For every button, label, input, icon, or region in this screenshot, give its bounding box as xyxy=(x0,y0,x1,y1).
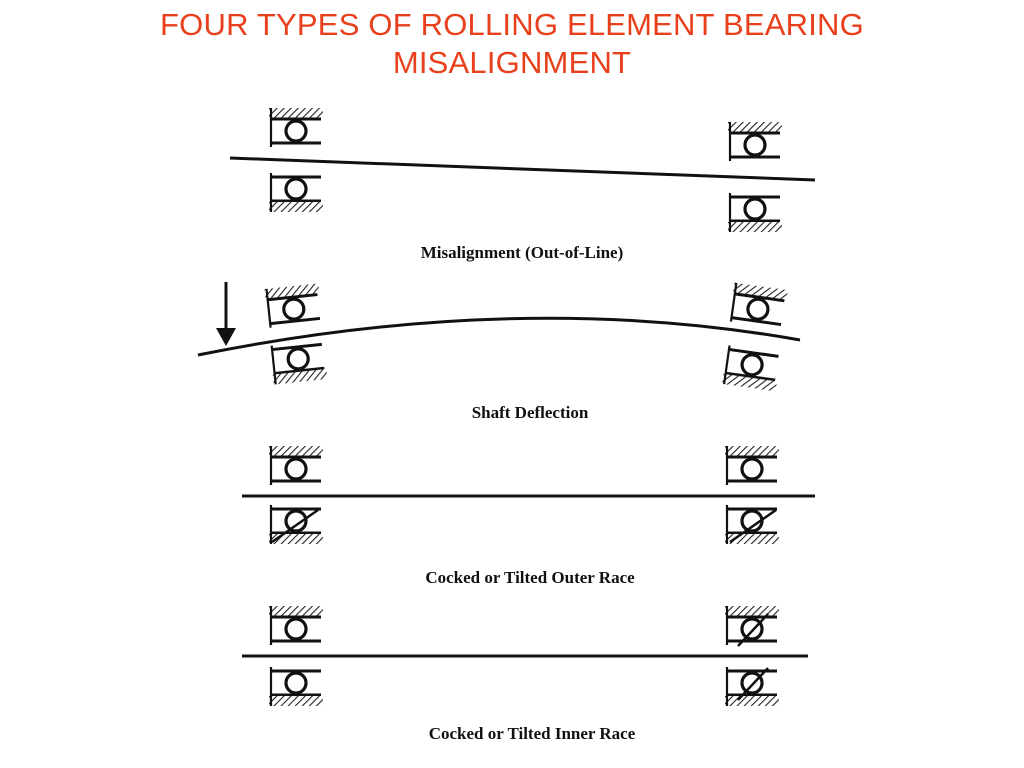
bearing-left-bottom xyxy=(267,665,325,708)
bearing-right-top xyxy=(723,444,781,487)
tilt-mark-right-top xyxy=(737,613,769,647)
panel-tilted-inner-race: Cocked or Tilted Inner Race xyxy=(242,604,808,743)
panel-misalignment-out-of-line: Misalignment (Out-of-Line) xyxy=(229,106,816,262)
bearing-left-top xyxy=(262,281,324,330)
title-line-2: MISALIGNMENT xyxy=(392,45,632,80)
bearing-right-bottom xyxy=(723,503,781,546)
tilt-mark-left xyxy=(271,508,319,544)
bearing-left-bottom xyxy=(268,338,330,387)
caption-misalignment: Misalignment (Out-of-Line) xyxy=(421,243,624,262)
panel-tilted-outer-race: Cocked or Tilted Outer Race xyxy=(242,444,815,587)
title-line-1: FOUR TYPES OF ROLLING ELEMENT BEARING xyxy=(160,7,864,42)
caption-tilted-inner-race: Cocked or Tilted Inner Race xyxy=(429,724,636,743)
caption-tilted-outer-race: Cocked or Tilted Outer Race xyxy=(425,568,635,587)
tilt-mark-right xyxy=(729,508,777,544)
tilt-mark-right-bottom xyxy=(737,667,769,701)
bearing-left-bottom xyxy=(267,171,325,214)
shaft-line xyxy=(229,156,816,182)
bearing-right-bottom xyxy=(726,191,784,234)
caption-shaft-deflection: Shaft Deflection xyxy=(472,403,589,422)
bearing-right-top xyxy=(727,281,790,331)
bearing-right-top xyxy=(723,604,781,647)
bearing-right-top xyxy=(726,120,784,163)
deflected-shaft xyxy=(197,316,801,357)
bearing-left-top xyxy=(267,604,325,647)
panel-shaft-deflection: Shaft Deflection xyxy=(197,281,801,422)
slide-title: FOUR TYPES OF ROLLING ELEMENT BEARING MI… xyxy=(112,6,912,82)
bearing-right-bottom xyxy=(720,343,783,393)
load-arrow-icon xyxy=(216,282,236,346)
bearing-left-top xyxy=(267,106,325,149)
bearing-left-top xyxy=(267,444,325,487)
